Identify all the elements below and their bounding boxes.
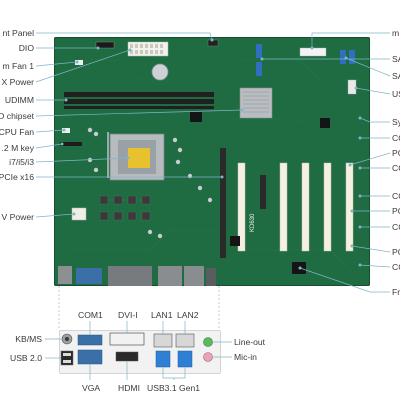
- label-hdmi: HDMI: [118, 383, 140, 393]
- dimm-slot-3: [64, 106, 214, 109]
- label-mic-in: Mic-in: [234, 352, 257, 362]
- leader-dots-right: [260, 46, 362, 270]
- label-right-14: Fr: [392, 287, 400, 297]
- vga-port: [77, 349, 103, 365]
- label-m2-mkey: .2 M key: [1, 143, 34, 153]
- board-model-text: KD630: [250, 213, 256, 232]
- pcie-x16-slot: [220, 148, 226, 258]
- label-dio: DIO: [18, 43, 34, 53]
- label-cpu-fan: CPU Fan: [0, 127, 34, 137]
- board-io-lan: [158, 266, 182, 286]
- label-cpu: i7/i5/i3: [9, 157, 34, 167]
- dvi-port: [109, 332, 145, 346]
- lan2-port: [175, 333, 195, 348]
- label-v-power: V Power: [1, 212, 34, 222]
- label-line-out: Line-out: [234, 337, 266, 347]
- leader-dots-left: [60, 38, 244, 216]
- leader-lines-left: [35, 32, 243, 218]
- board-io-com: [76, 268, 102, 284]
- label-udimm: UDIMM: [4, 95, 34, 105]
- label-dvi: DVI-I: [118, 310, 138, 320]
- io-guide-lines: [58, 286, 220, 330]
- battery: [151, 63, 169, 81]
- pcie-small-slot: [260, 175, 266, 209]
- board-io-dvi: [108, 266, 152, 286]
- atx-power-pins: [130, 44, 163, 54]
- label-kbms: KB/MS: [15, 334, 42, 344]
- label-front-panel: nt Panel: [2, 28, 34, 38]
- io-label-leaders: [45, 321, 232, 380]
- dimm-slot-1: [64, 92, 214, 97]
- sata-connector-2: [256, 62, 262, 76]
- sata-connector-3: [340, 50, 346, 64]
- dimm-slot-2: [64, 99, 214, 104]
- heatsink-fins: [243, 91, 269, 113]
- hdmi-port: [115, 351, 139, 362]
- label-right-6: CO: [392, 133, 400, 143]
- leader-lines-right: [262, 32, 391, 293]
- pci-slot-4: [323, 162, 332, 252]
- label-com1: COM1: [78, 310, 103, 320]
- usb3-port-group-1: [155, 350, 171, 368]
- board-io-kbms: [58, 266, 72, 284]
- label-usb2: USB 2.0: [9, 353, 42, 363]
- header-top-right: [299, 47, 327, 57]
- line-out-jack: [203, 337, 213, 347]
- pci-slot-5: [345, 162, 354, 252]
- usb-header-right: [347, 79, 357, 95]
- label-vga: VGA: [82, 383, 101, 393]
- label-lan1: LAN1: [151, 310, 173, 320]
- label-right-9: CO: [392, 191, 400, 201]
- dio-header: [95, 41, 115, 49]
- label-right-3: SA: [392, 71, 400, 81]
- label-pcie-x16: PCIe x16: [0, 172, 34, 182]
- lan1-port: [153, 333, 173, 348]
- label-right-8: CO: [392, 163, 400, 173]
- label-atx-power: X Power: [1, 77, 34, 87]
- usb3-port-group-2: [177, 350, 193, 368]
- cpu-socket-cover: [128, 148, 150, 168]
- label-right-5: Sy: [392, 117, 400, 127]
- label-usb31: USB3.1 Gen1: [147, 383, 201, 393]
- vrm-chokes: [99, 195, 151, 221]
- motherboard-pcb: [54, 37, 370, 286]
- label-right-1: m: [392, 28, 400, 38]
- label-right-10: PC: [392, 206, 400, 216]
- pcb-traces: [60, 59, 360, 271]
- cpu-fan-header: [62, 128, 70, 133]
- pci-slot-3: [301, 162, 310, 252]
- label-system-fan1: m Fan 1: [2, 61, 34, 71]
- label-right-4: US: [392, 89, 400, 99]
- label-chipset: D chipset: [0, 111, 34, 121]
- label-right-2: SA: [392, 54, 400, 64]
- label-right-13: CO: [392, 262, 400, 272]
- label-right-7: PC: [392, 148, 400, 158]
- board-io-lan2: [184, 266, 204, 286]
- mic-in-jack: [203, 352, 213, 362]
- board-io-audio: [206, 268, 216, 286]
- chipset-heatsink: [239, 87, 273, 119]
- label-right-12: PC: [392, 247, 400, 257]
- pci-slot-2: [279, 162, 288, 252]
- label-right-11: CO: [392, 222, 400, 232]
- capacitors: [87, 127, 213, 239]
- label-lan2: LAN2: [177, 310, 199, 320]
- com1-port: [77, 334, 103, 346]
- pci-slot-1: [237, 162, 246, 252]
- io-panel-connectors: [60, 332, 213, 368]
- sata-connector-1: [256, 44, 262, 58]
- m2-slot: [60, 142, 82, 146]
- system-fan1-header: [75, 60, 83, 65]
- sata-connector-4: [349, 50, 355, 64]
